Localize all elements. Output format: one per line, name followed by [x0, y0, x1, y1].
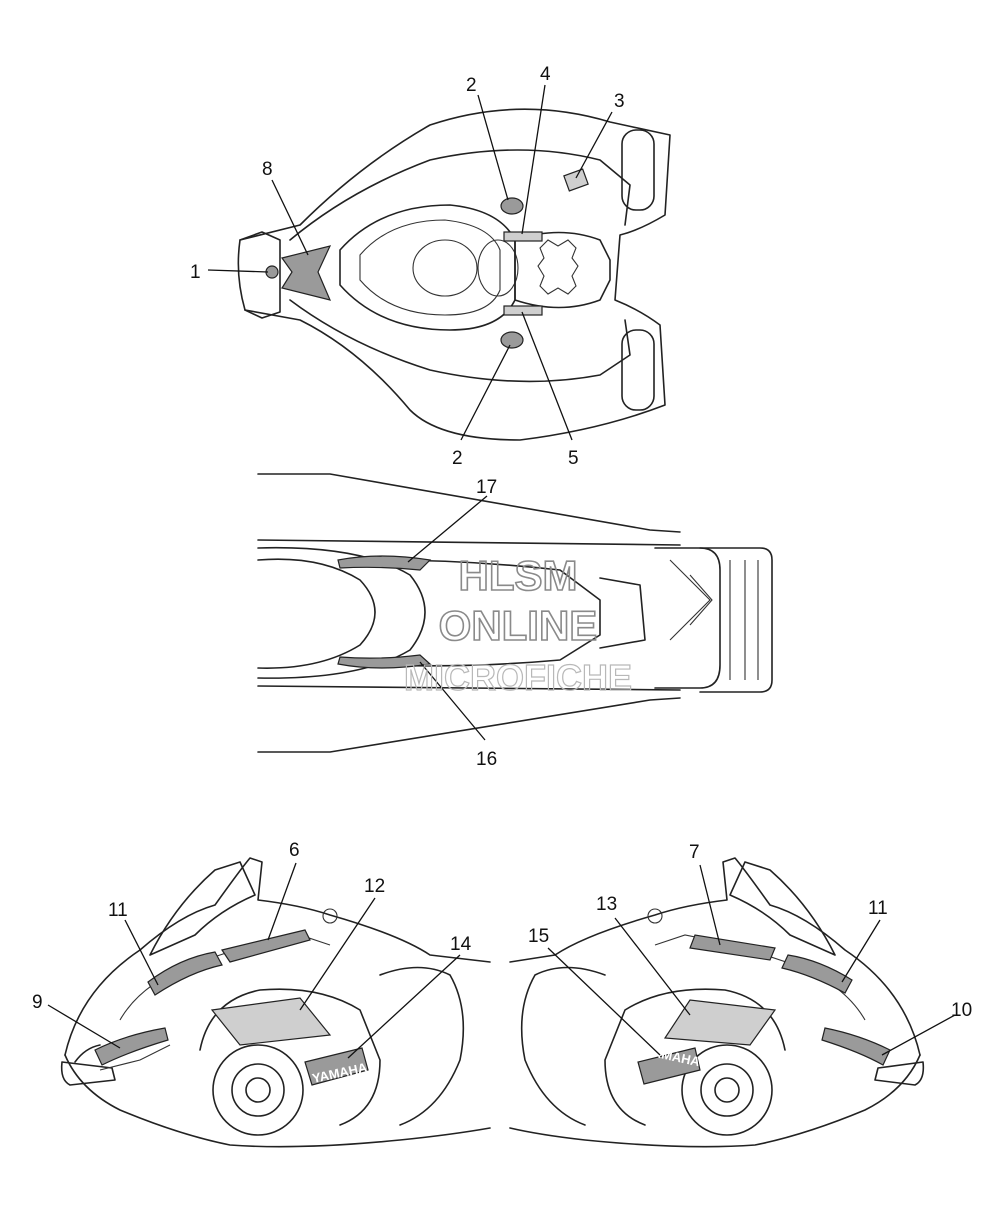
callout-2-upper: 2: [466, 75, 477, 96]
rear-deck-view: [257, 473, 773, 753]
callout-16: 16: [476, 749, 497, 770]
callout-1: 1: [190, 262, 201, 283]
left-side-view: YAMAHA: [60, 857, 491, 1148]
callout-11-left: 11: [108, 900, 128, 921]
leader-lines: [47, 84, 956, 1059]
callout-3: 3: [614, 91, 625, 112]
top-view-watercraft: [237, 108, 671, 441]
callout-11-right: 11: [868, 898, 888, 919]
callout-17: 17: [476, 477, 497, 498]
watermark-line-1: HLSM: [459, 552, 578, 599]
callout-2-lower: 2: [452, 448, 463, 469]
callout-15: 15: [528, 926, 549, 947]
callout-12: 12: [364, 876, 385, 897]
callout-6: 6: [289, 840, 300, 861]
callout-9: 9: [32, 992, 43, 1013]
callout-8: 8: [262, 159, 273, 180]
callout-13: 13: [596, 894, 617, 915]
callout-5: 5: [568, 448, 579, 469]
watermark-line-3: MICROFICHE: [404, 657, 632, 698]
callout-labels: 1 2 4 3 8 2 5 17 16 6 11 12 9 14 7 13 15…: [32, 64, 972, 1021]
callout-7: 7: [689, 842, 700, 863]
right-side-view: [509, 857, 925, 1148]
callout-10: 10: [951, 1000, 972, 1021]
watermark: HLSM ONLINE MICROFICHE: [403, 551, 632, 698]
callout-4: 4: [540, 64, 551, 85]
callout-14: 14: [450, 934, 472, 955]
watermark-line-2: ONLINE: [439, 602, 598, 649]
